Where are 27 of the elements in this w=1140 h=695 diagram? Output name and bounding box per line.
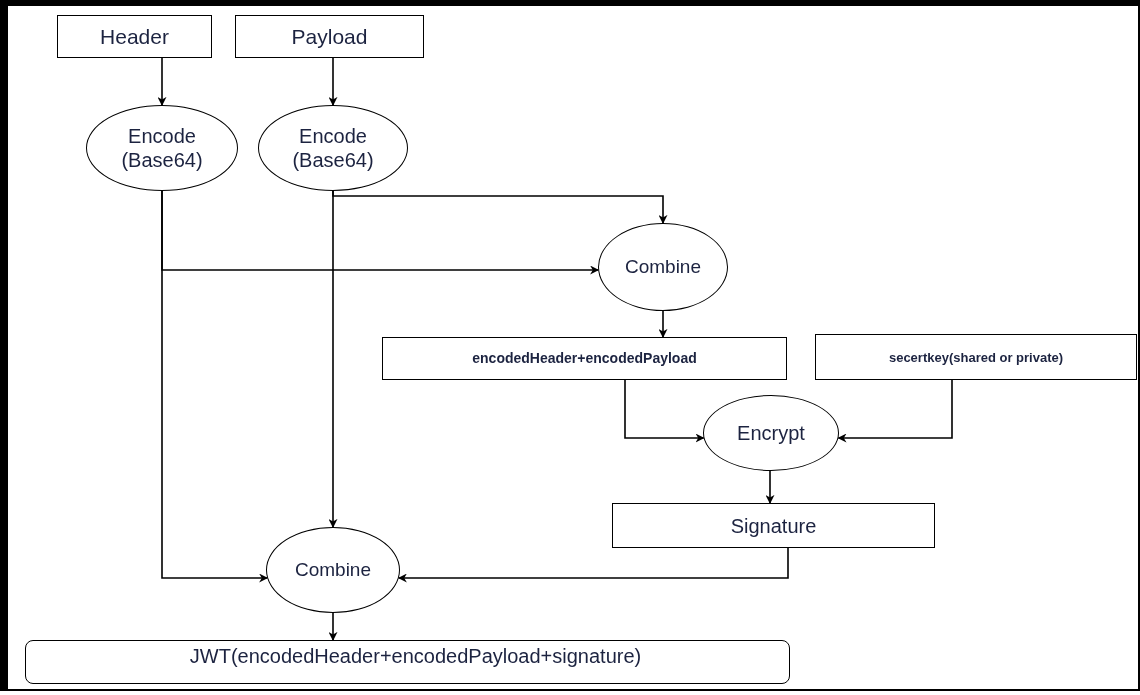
process-box <box>382 337 787 380</box>
arrow <box>328 57 338 106</box>
node-label: encodedHeader+encodedPayload <box>471 349 698 368</box>
process-box <box>612 503 935 548</box>
process-box <box>235 15 424 58</box>
arrow <box>157 57 167 106</box>
output-box <box>25 640 790 684</box>
node-label: Payload <box>290 23 369 50</box>
node-label: Combine <box>623 254 702 279</box>
node-label: Header <box>99 23 170 50</box>
arrow <box>328 190 338 528</box>
node-label: Encode (Base64) <box>291 124 375 172</box>
arrow <box>765 470 775 504</box>
process-box <box>815 334 1137 380</box>
node-label: secertkey(shared or private) <box>887 348 1065 366</box>
arrow <box>328 612 338 641</box>
arrow <box>837 379 953 443</box>
node-label: Encrypt <box>736 421 806 446</box>
node-label: JWT(encodedHeader+encodedPayload+signature) <box>188 644 643 669</box>
node-label: Signature <box>729 513 818 539</box>
arrow <box>161 190 269 583</box>
arrow <box>658 310 668 338</box>
arrow <box>624 379 705 443</box>
node-label: Combine <box>293 557 372 582</box>
arrow <box>397 547 789 583</box>
node-label: Encode (Base64) <box>120 124 204 172</box>
process-box <box>57 15 212 58</box>
